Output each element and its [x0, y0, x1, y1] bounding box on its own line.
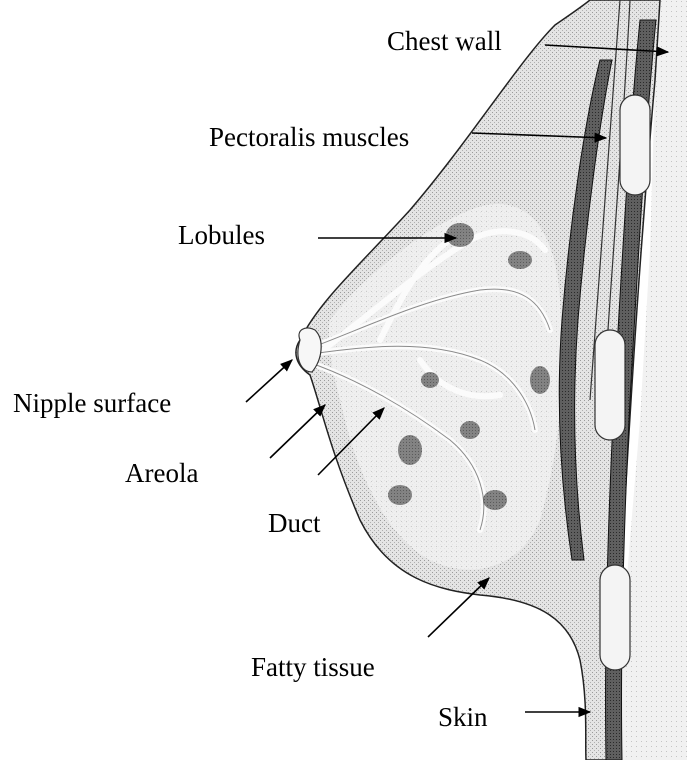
- arrow-areola: [270, 405, 325, 458]
- label-fatty-tissue: Fatty tissue: [251, 654, 375, 681]
- label-lobules: Lobules: [178, 222, 265, 249]
- label-areola: Areola: [125, 460, 198, 487]
- label-duct: Duct: [268, 510, 320, 537]
- label-skin: Skin: [438, 704, 488, 731]
- label-nipple-surface: Nipple surface: [13, 390, 171, 417]
- label-chest-wall: Chest wall: [387, 28, 502, 55]
- label-pectoralis-muscles: Pectoralis muscles: [209, 124, 409, 151]
- arrow-nipple: [246, 360, 292, 402]
